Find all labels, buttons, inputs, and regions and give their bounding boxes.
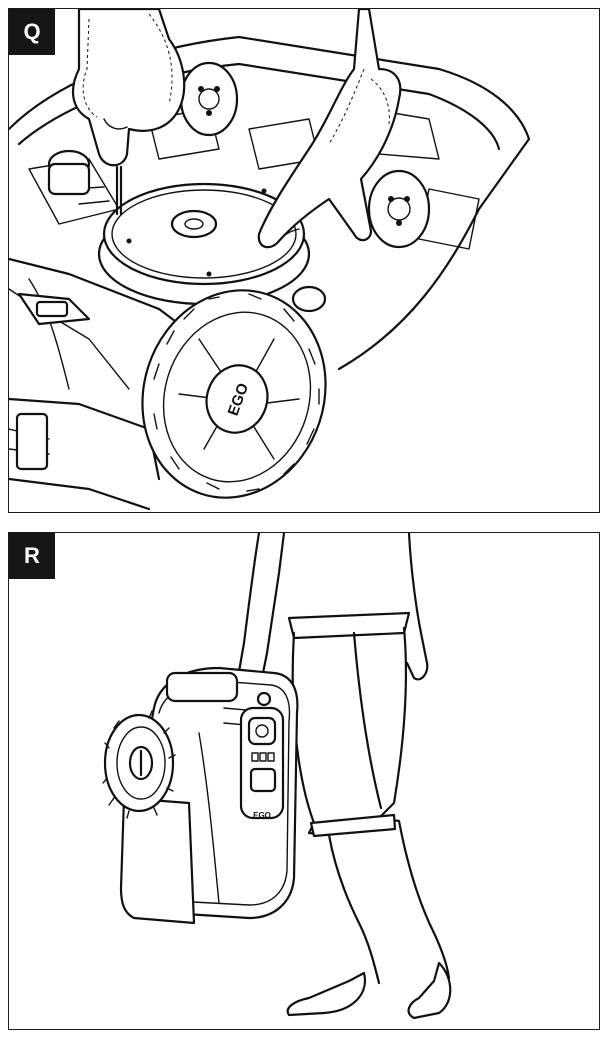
deck-side-vent [15,412,49,471]
panel-label-q: Q [9,9,55,55]
carry-handle [165,671,239,703]
person-shoes [286,961,452,1020]
mower-lower-shell [119,796,196,925]
caster-wheel-right [367,169,431,249]
rear-drive-wheel: EGO [141,289,327,499]
blade-disc [97,182,311,306]
body-logo: EGO [253,811,271,820]
display-window [249,767,277,793]
panel-label-r: R [9,533,55,579]
person-skirt [287,611,411,640]
figure-panel-r: R [8,532,600,1030]
rear-pivot [291,285,327,313]
illustration-carrying-mower: EGO [102,533,452,1020]
gloved-hand-left [71,9,186,167]
caster-wheel-top [179,61,239,137]
power-button-icon [247,716,277,746]
knee-band-left [309,813,397,838]
person-legs [291,626,451,985]
robot-mower-body: EGO [119,666,299,925]
status-led [256,691,272,707]
illustration-blade-removal: EGO [9,9,531,511]
gloved-hand-right [257,9,402,249]
side-wheel [102,710,176,819]
figure-panel-q: Q [8,8,600,513]
screwdriver-icon [115,165,123,216]
front-caster-left [47,149,91,196]
contact-slot [35,300,69,318]
person-hand-right [405,533,429,681]
